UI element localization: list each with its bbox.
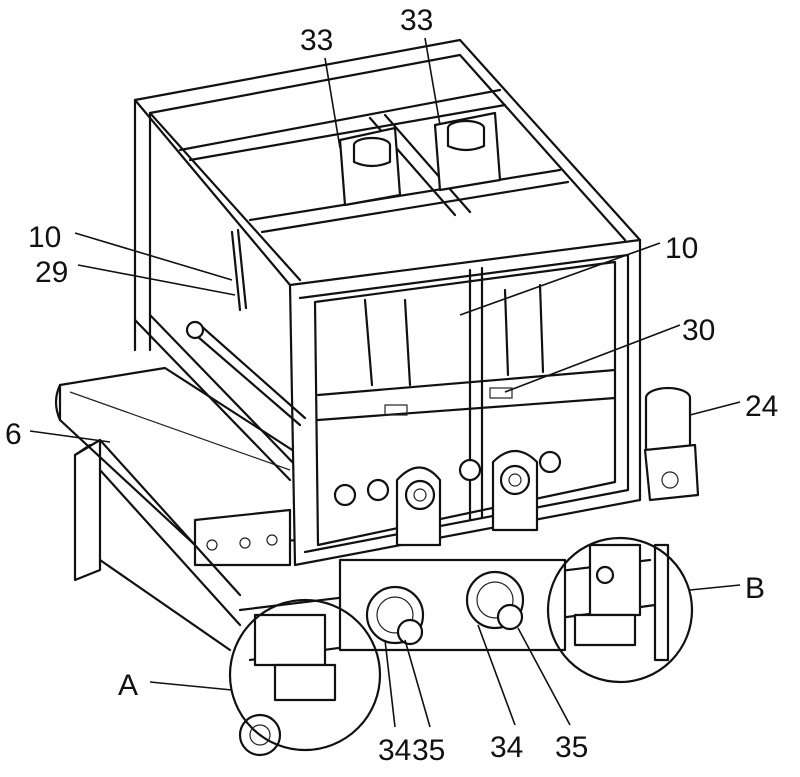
- label-34-right: 34: [490, 731, 523, 764]
- motor-24: [645, 388, 698, 500]
- label-33-left: 33: [300, 24, 333, 57]
- lower-motors: [340, 560, 565, 650]
- top-motors: [340, 113, 500, 205]
- label-34-left: 34: [378, 734, 411, 767]
- label-10-right: 10: [665, 232, 698, 265]
- label-24: 24: [745, 390, 778, 423]
- conveyor-belt: [56, 368, 300, 565]
- label-35-left: 35: [412, 734, 445, 767]
- front-frame: [290, 240, 640, 565]
- label-6: 6: [5, 418, 22, 451]
- label-30: 30: [682, 314, 715, 347]
- label-29: 29: [35, 256, 68, 289]
- label-10-left: 10: [28, 221, 61, 254]
- label-A: A: [118, 669, 138, 702]
- label-33-right: 33: [400, 4, 433, 37]
- label-B: B: [745, 572, 765, 605]
- label-35-right: 35: [555, 731, 588, 764]
